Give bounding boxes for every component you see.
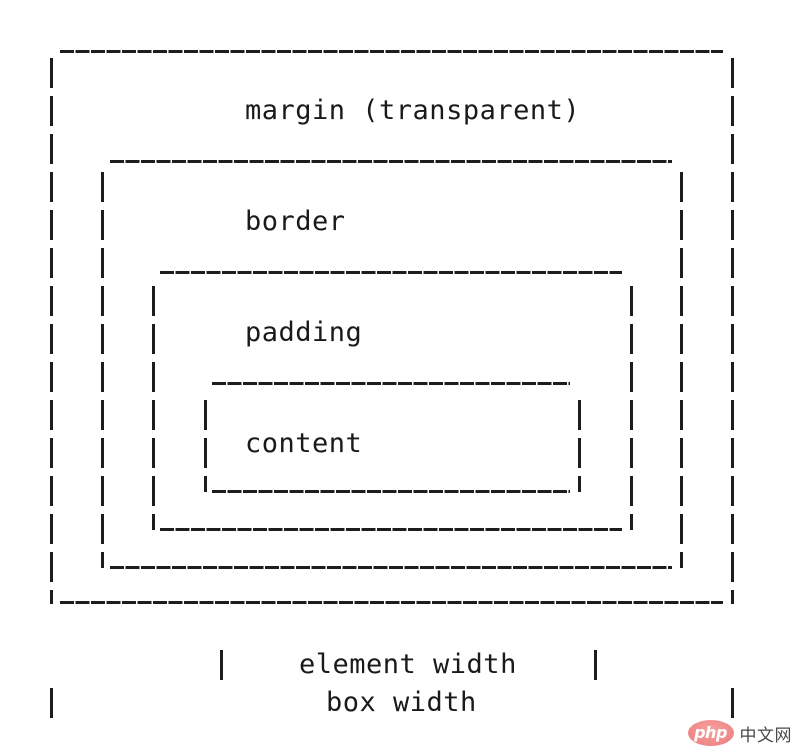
margin-box-bottom-rule	[60, 601, 723, 604]
margin-box-top-rule	[60, 50, 723, 53]
watermark-site-text: 中文网	[739, 725, 792, 746]
padding-box-left-rule-seg6	[152, 476, 155, 506]
padding-box-left-rule-seg1	[152, 286, 155, 316]
margin-box-right-rule-seg5	[731, 210, 734, 240]
margin-box-left-rule-seg12	[50, 476, 53, 506]
border-box-left-rule-seg7	[101, 400, 104, 430]
padding-box-right-rule-seg5	[630, 438, 633, 468]
border-box-left-rule-seg9	[101, 476, 104, 506]
margin-box-right-rule-seg12	[731, 476, 734, 506]
element-width-left-marker	[220, 650, 223, 680]
padding-box-left-rule-seg2	[152, 324, 155, 354]
border-box-right-rule-seg8	[680, 438, 683, 468]
margin-box-left-rule-seg13	[50, 514, 53, 544]
padding-box-right-rule-seg1	[630, 286, 633, 316]
border-box-left-rule-seg5	[101, 324, 104, 354]
padding-box-left-rule-seg4	[152, 400, 155, 430]
box-width-left-marker	[50, 688, 53, 718]
margin-box-left-rule-seg4	[50, 172, 53, 202]
margin-box-left-rule-seg15	[50, 590, 53, 604]
border-box-right-rule-seg9	[680, 476, 683, 506]
margin-box-right-rule-seg2	[731, 96, 734, 126]
margin-box-right-rule-seg13	[731, 514, 734, 544]
margin-box-right-rule-seg15	[731, 590, 734, 604]
border-box-left-rule-seg4	[101, 286, 104, 316]
margin-box-right-rule-seg11	[731, 438, 734, 468]
border-box-left-rule-seg1	[101, 172, 104, 202]
php-logo-icon: php	[687, 720, 734, 746]
margin-box-left-rule-seg2	[50, 96, 53, 126]
content-label: content	[245, 428, 363, 459]
border-box-right-rule-seg1	[680, 172, 683, 202]
margin-box-left-rule-seg5	[50, 210, 53, 240]
border-box-right-rule-seg6	[680, 362, 683, 392]
margin-box-left-rule-seg10	[50, 400, 53, 430]
margin-label: margin (transparent)	[245, 95, 581, 126]
margin-box-right-rule-seg3	[731, 134, 734, 164]
box-width-right-marker	[731, 688, 734, 718]
margin-box-left-rule-seg14	[50, 552, 53, 582]
border-box-left-rule-seg6	[101, 362, 104, 392]
border-box-right-rule-seg11	[680, 552, 683, 568]
margin-box-right-rule-seg4	[731, 172, 734, 202]
element-width-right-marker	[594, 650, 597, 680]
margin-box-right-rule-seg9	[731, 362, 734, 392]
padding-box-right-rule-seg4	[630, 400, 633, 430]
border-box-bottom-rule	[110, 566, 672, 569]
content-box-bottom-rule	[212, 490, 570, 493]
content-box-left-rule-seg3	[204, 476, 207, 492]
padding-box-left-rule-seg3	[152, 362, 155, 392]
margin-box-right-rule-seg10	[731, 400, 734, 430]
border-label: border	[245, 206, 346, 237]
margin-box-left-rule-seg9	[50, 362, 53, 392]
margin-box-right-rule-seg8	[731, 324, 734, 354]
margin-box-left-rule-seg3	[50, 134, 53, 164]
content-box-right-rule-seg3	[578, 476, 581, 492]
border-box-right-rule-seg2	[680, 210, 683, 240]
box-width-label: box width	[326, 687, 477, 718]
content-box-left-rule-seg1	[204, 400, 207, 430]
margin-box-left-rule-seg8	[50, 324, 53, 354]
padding-box-top-rule	[160, 271, 622, 274]
border-box-right-rule-seg3	[680, 248, 683, 278]
border-box-right-rule-seg4	[680, 286, 683, 316]
padding-box-right-rule-seg7	[630, 514, 633, 530]
border-box-left-rule-seg2	[101, 210, 104, 240]
margin-box-right-rule-seg1	[731, 58, 734, 88]
border-box-top-rule	[110, 160, 672, 163]
margin-box-right-rule-seg14	[731, 552, 734, 582]
border-box-right-rule-seg10	[680, 514, 683, 544]
margin-box-left-rule-seg11	[50, 438, 53, 468]
border-box-right-rule-seg5	[680, 324, 683, 354]
border-box-left-rule-seg10	[101, 514, 104, 544]
element-width-label: element width	[299, 649, 517, 680]
border-box-left-rule-seg11	[101, 552, 104, 568]
padding-box-bottom-rule	[160, 528, 622, 531]
margin-box-right-rule-seg6	[731, 248, 734, 278]
php-watermark: php 中文网	[687, 720, 793, 746]
content-box-right-rule-seg2	[578, 438, 581, 468]
padding-box-left-rule-seg7	[152, 514, 155, 530]
border-box-right-rule-seg7	[680, 400, 683, 430]
content-box-right-rule-seg1	[578, 400, 581, 430]
padding-label: padding	[245, 317, 363, 348]
border-box-left-rule-seg8	[101, 438, 104, 468]
margin-box-right-rule-seg7	[731, 286, 734, 316]
padding-box-right-rule-seg2	[630, 324, 633, 354]
padding-box-left-rule-seg5	[152, 438, 155, 468]
padding-box-right-rule-seg3	[630, 362, 633, 392]
margin-box-left-rule-seg1	[50, 58, 53, 88]
border-box-left-rule-seg3	[101, 248, 104, 278]
padding-box-right-rule-seg6	[630, 476, 633, 506]
content-box-left-rule-seg2	[204, 438, 207, 468]
margin-box-left-rule-seg6	[50, 248, 53, 278]
margin-box-left-rule-seg7	[50, 286, 53, 316]
content-box-top-rule	[212, 382, 570, 385]
